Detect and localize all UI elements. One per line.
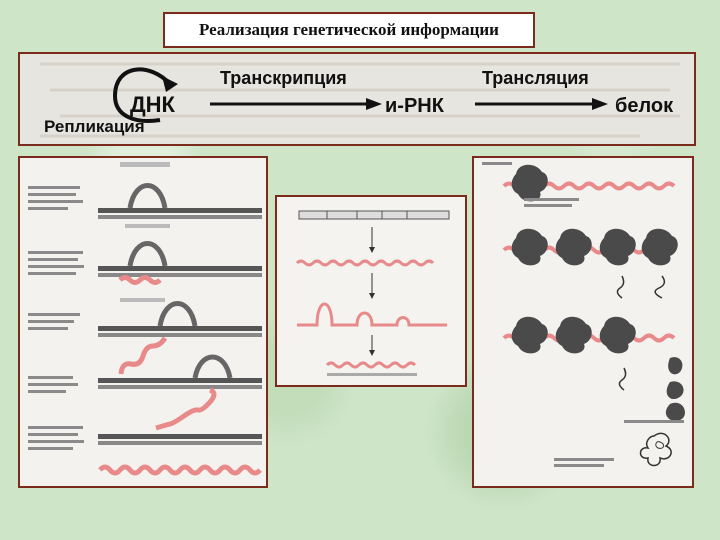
translation-figure bbox=[472, 156, 694, 488]
central-dogma-scheme: ДНК Транскрипция и-РНК Трансляция белок … bbox=[18, 52, 696, 146]
folded-protein bbox=[639, 432, 672, 467]
exon-caption-line bbox=[327, 373, 417, 376]
stage-4-rna-release bbox=[98, 354, 262, 431]
splicing-drawing bbox=[295, 210, 450, 376]
translation-label: Трансляция bbox=[482, 68, 589, 88]
translation-row-a bbox=[502, 164, 676, 202]
intron-loops bbox=[297, 302, 447, 327]
mature-mrna bbox=[325, 361, 417, 369]
background-text-lines bbox=[40, 62, 680, 138]
dna-with-exons bbox=[298, 210, 450, 220]
pre-mrna bbox=[295, 259, 435, 267]
splicing-figure bbox=[275, 195, 467, 387]
transcription-label: Транскрипция bbox=[220, 68, 347, 88]
translation-row-c bbox=[502, 316, 683, 391]
translation-arrowhead bbox=[592, 98, 608, 110]
released-ribosome-subunits bbox=[665, 381, 685, 421]
slide-title: Реализация генетической информации bbox=[163, 12, 535, 48]
stage-3-rna-elongation bbox=[98, 298, 262, 375]
transcription-arrowhead bbox=[366, 98, 382, 110]
translation-caption-lines bbox=[482, 162, 684, 467]
scheme-drawing: ДНК Транскрипция и-РНК Трансляция белок … bbox=[20, 54, 694, 144]
transcription-stages-figure bbox=[18, 156, 268, 488]
stage-caption-lines bbox=[28, 186, 84, 450]
replication-label: Репликация bbox=[44, 117, 145, 136]
dna-label: ДНК bbox=[130, 92, 176, 117]
stage-1-unwinding bbox=[98, 162, 262, 228]
stage-5-separated bbox=[98, 434, 262, 476]
translation-drawing bbox=[482, 162, 685, 467]
stage-2-rna-start bbox=[98, 241, 262, 285]
mrna-label: и-РНК bbox=[385, 95, 445, 117]
replication-arrowhead bbox=[162, 76, 178, 92]
protein-label: белок bbox=[615, 95, 674, 117]
replication-loop-arrow bbox=[112, 67, 172, 123]
transcription-stages-drawing bbox=[28, 162, 262, 476]
translation-row-b bbox=[502, 228, 678, 299]
